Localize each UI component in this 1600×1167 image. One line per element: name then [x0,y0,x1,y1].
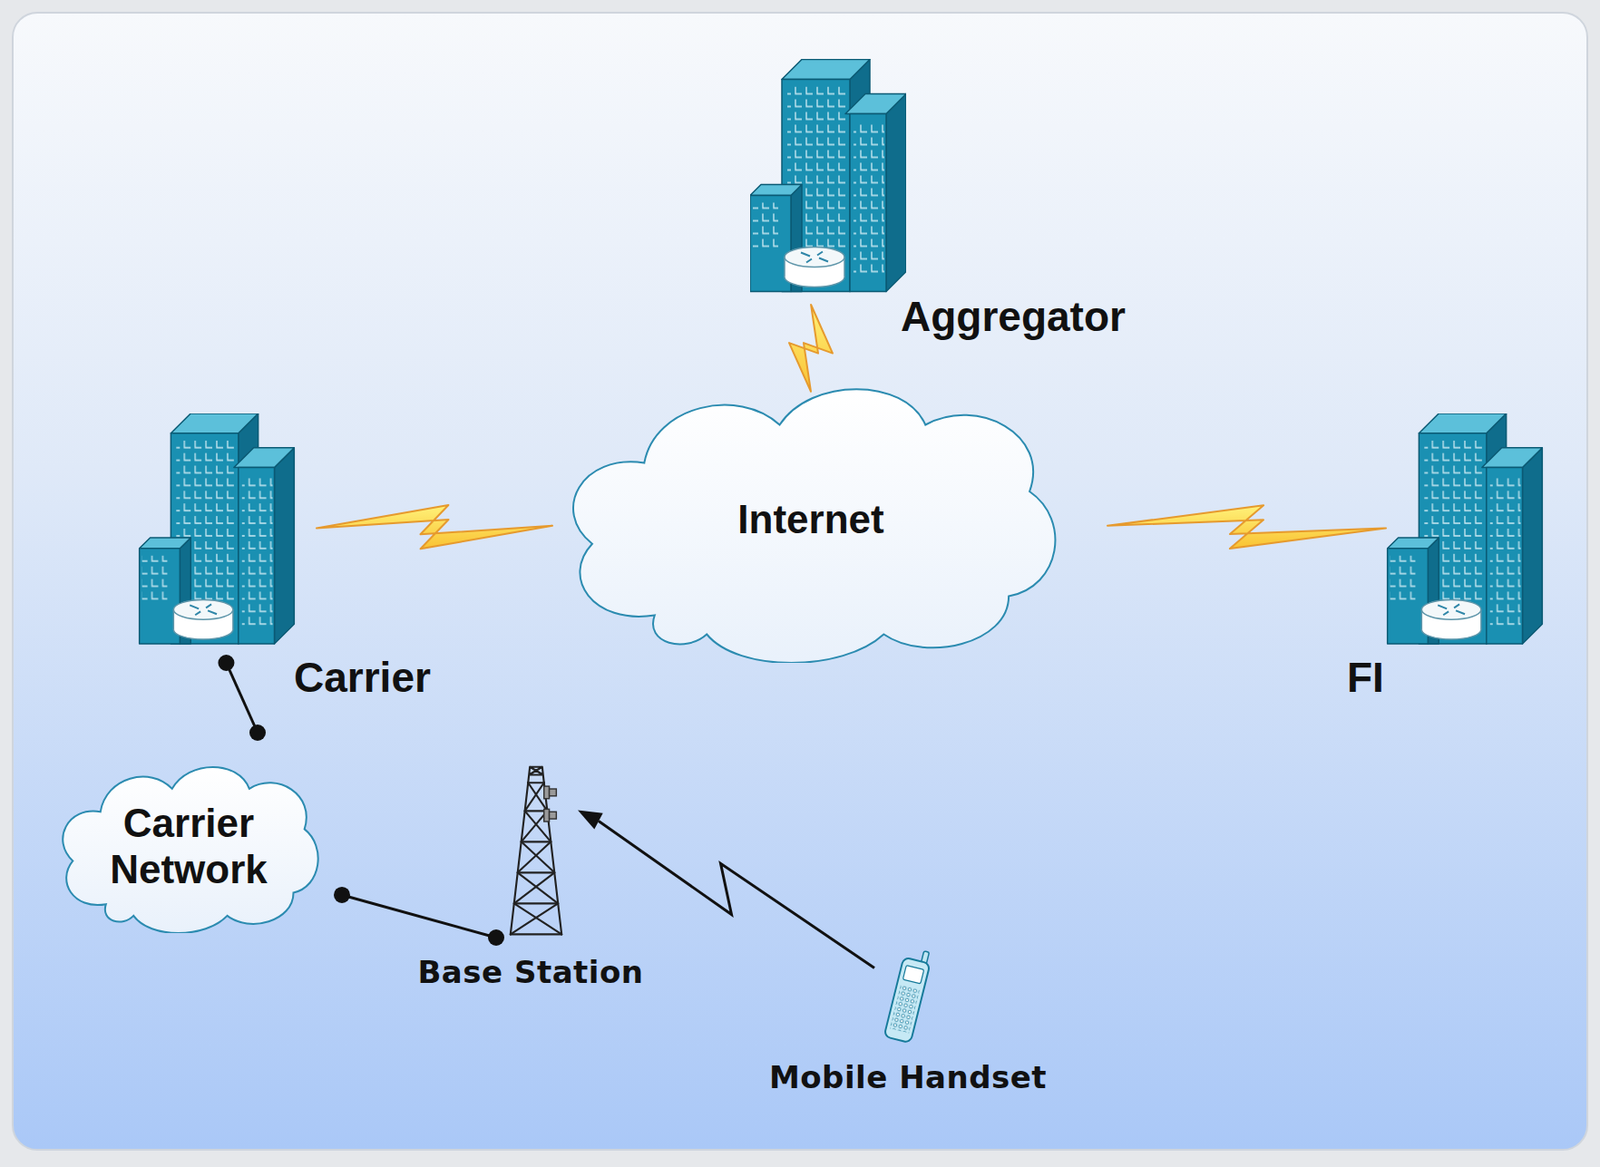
link-line [341,895,497,938]
wired-link [217,654,266,742]
bldg-icon [1385,413,1544,648]
link-dot [249,724,266,742]
lightning-link [316,505,553,549]
link-line [225,663,258,733]
phone-icon [878,948,939,1046]
aggregator-building: Aggregator [750,58,907,296]
carrier-network-cloud: Carrier Network [50,760,327,934]
wired-link [333,887,505,947]
link-dot [487,929,505,947]
lightning-bolt [1107,505,1386,549]
link-dot [217,654,235,672]
base-station-tower: Base Station [505,765,567,938]
cloud-label: Internet [737,497,884,544]
internet-cloud: Internet [550,377,1072,664]
bldg-icon [750,58,907,296]
cloud-label: Carrier Network [93,800,284,893]
arrowhead [577,809,604,830]
lightning-link [1107,505,1386,549]
node-label: Base Station [417,956,644,990]
link-dot [333,887,351,904]
bldg-icon [137,413,296,648]
node-label: FI [1346,654,1385,702]
lightning-bolt [789,304,833,392]
mobile-handset: Mobile Handset [878,948,939,1046]
lightning-link [789,304,833,392]
fi-building: FI [1385,413,1544,648]
radio-link-arrow [577,809,875,968]
node-label: Aggregator [900,293,1126,341]
node-label: Carrier [293,654,431,702]
node-label: Mobile Handset [769,1061,1047,1095]
zigzag-line [598,821,875,969]
lightning-bolt [316,505,553,549]
carrier-building: Carrier [137,413,296,648]
tower-icon [505,765,567,938]
